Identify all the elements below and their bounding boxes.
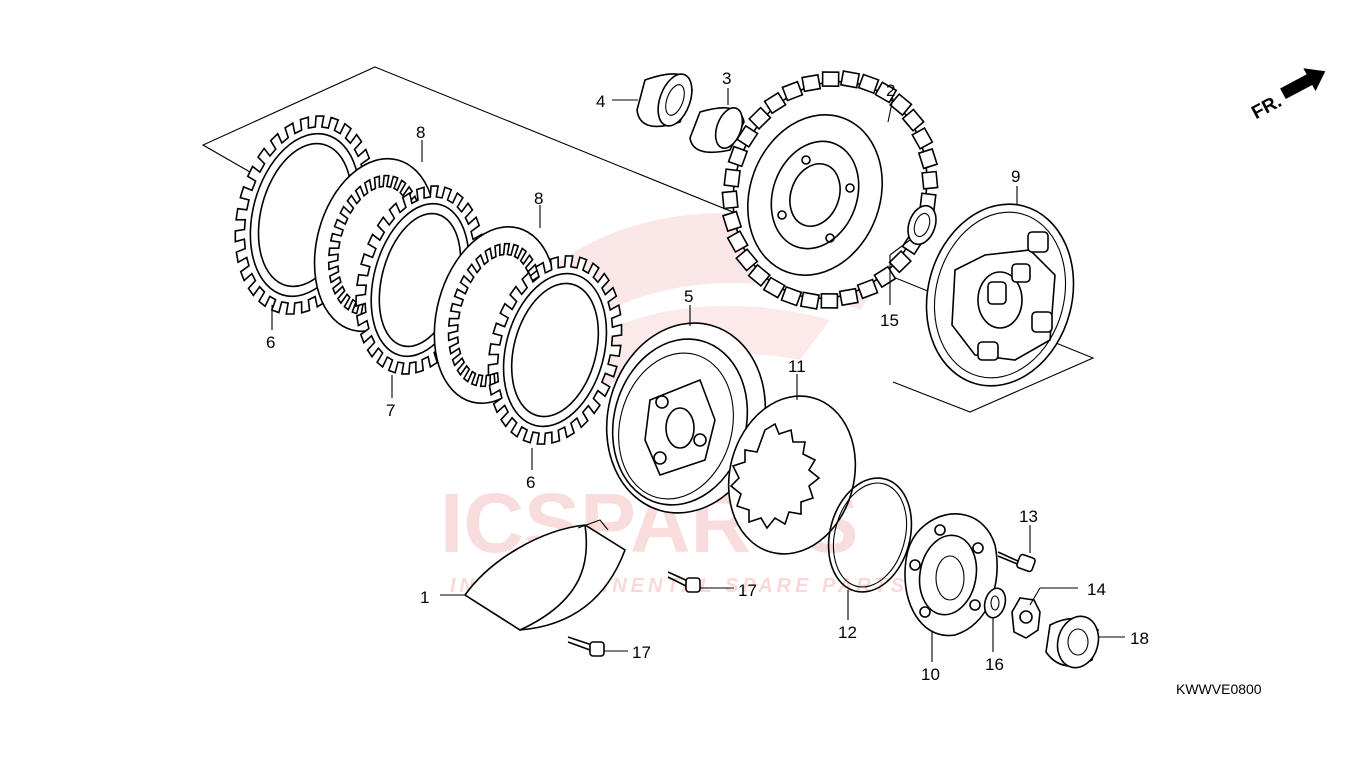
callout-3: 3	[722, 69, 731, 88]
callout-15: 15	[880, 311, 899, 330]
washer-15	[907, 204, 937, 246]
callout-5: 5	[684, 287, 693, 306]
callout-4: 4	[596, 92, 605, 111]
callout-1: 1	[420, 588, 429, 607]
front-orientation-indicator: FR.	[1248, 68, 1326, 124]
callout-16: 16	[985, 655, 1004, 674]
collar-3	[689, 106, 745, 154]
clutch-outer-2	[721, 70, 939, 310]
callout-17-upper: 17	[738, 581, 757, 600]
bushing-4	[636, 73, 693, 128]
callout-11: 11	[788, 357, 806, 376]
callout-14: 14	[1087, 580, 1106, 599]
callout-17-lower: 17	[632, 643, 651, 662]
callout-7: 7	[386, 401, 395, 420]
bolt-17-lower	[567, 636, 605, 657]
bolt-13	[997, 551, 1036, 573]
callout-18: 18	[1130, 629, 1149, 648]
guide-cover-1	[463, 519, 626, 631]
callout-12: 12	[838, 623, 857, 642]
callout-6-left: 6	[266, 333, 275, 352]
snap-ring-12	[827, 477, 913, 593]
diagram-code: KWWVE0800	[1176, 681, 1262, 697]
bolt-17-upper	[667, 571, 701, 593]
callout-8-right: 8	[534, 189, 543, 208]
callout-2: 2	[886, 81, 895, 100]
arrow-up-right-icon	[1280, 68, 1326, 100]
lifter-cam-14	[1011, 597, 1041, 639]
callouts: 1 2 3 4 5 6 6 7 8 8 9 10 11 12 13 14 15 …	[266, 69, 1149, 684]
lifter-plate-10	[904, 513, 998, 637]
callout-8-left: 8	[416, 123, 425, 142]
pressure-plate-5	[605, 322, 767, 514]
callout-10: 10	[921, 665, 940, 684]
callout-6-right: 6	[526, 473, 535, 492]
callout-13: 13	[1019, 507, 1038, 526]
callout-9: 9	[1011, 167, 1020, 186]
washer-16	[983, 587, 1007, 619]
front-label: FR.	[1248, 91, 1285, 124]
friction-disc-6-right	[487, 255, 623, 445]
bearing-18	[1045, 615, 1100, 669]
leader-lines	[271, 88, 1125, 662]
lock-plate-11	[727, 395, 857, 555]
clutch-center-9	[925, 203, 1075, 387]
